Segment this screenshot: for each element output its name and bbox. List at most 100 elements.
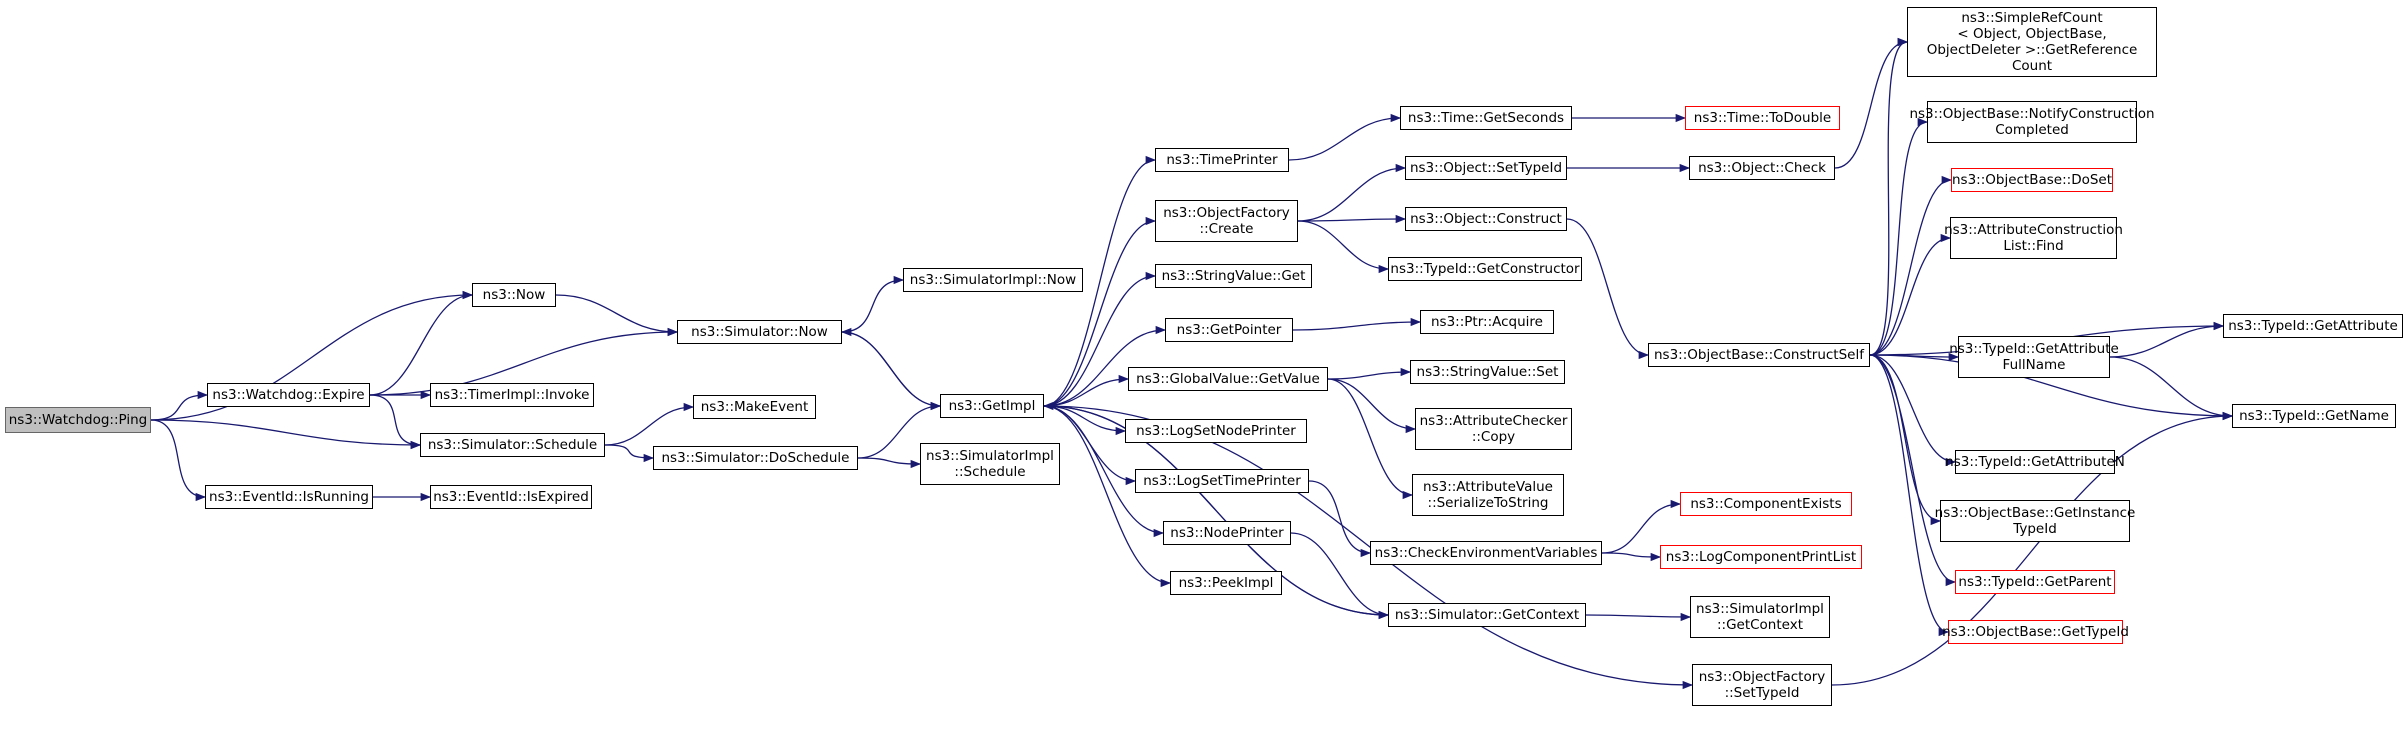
edge-getcontext-to-getimpl bbox=[1042, 401, 1389, 616]
graph-node-constructself[interactable]: ns3::ObjectBase::ConstructSelf bbox=[1648, 343, 1870, 367]
edge-ofcreate-to-settypeid bbox=[1297, 163, 1407, 222]
edge-dosched-to-implsched bbox=[857, 457, 922, 469]
graph-node-isexpired[interactable]: ns3::EventId::IsExpired bbox=[430, 485, 592, 509]
graph-node-logsettime[interactable]: ns3::LogSetTimePrinter bbox=[1135, 469, 1309, 493]
edge-getimpl-to-timeprinter bbox=[1043, 155, 1157, 407]
graph-node-simplerefcount[interactable]: ns3::SimpleRefCount < Object, ObjectBase… bbox=[1907, 7, 2157, 77]
graph-node-timerinvoke[interactable]: ns3::TimerImpl::Invoke bbox=[430, 383, 594, 407]
graph-node-logsetnode[interactable]: ns3::LogSetNodePrinter bbox=[1125, 419, 1307, 443]
edge-getattrfullname-to-getattribute bbox=[2109, 321, 2225, 358]
graph-node-getattrn[interactable]: ns3::TypeId::GetAttributeN bbox=[1945, 450, 2125, 474]
edge-getimpl-to-getpointer bbox=[1043, 325, 1167, 407]
edge-sched-to-makeevent bbox=[604, 402, 695, 446]
edge-expire-to-sched bbox=[369, 394, 422, 450]
edge-ofcreate-to-construct bbox=[1297, 214, 1407, 224]
graph-node-getimpl[interactable]: ns3::GetImpl bbox=[940, 394, 1044, 418]
edge-logsettime-to-checkenv bbox=[1308, 480, 1372, 558]
edge-getcontext-to-implgetctx bbox=[1585, 612, 1692, 622]
edge-gvgetvalue-to-accopy bbox=[1327, 378, 1417, 434]
graph-node-getinstancetypeid[interactable]: ns3::ObjectBase::GetInstance TypeId bbox=[1935, 500, 2135, 542]
graph-node-accopy[interactable]: ns3::AttributeChecker ::Copy bbox=[1415, 408, 1572, 450]
graph-node-implnow[interactable]: ns3::SimulatorImpl::Now bbox=[903, 268, 1083, 292]
edge-constructself-to-aclfind bbox=[1869, 233, 1952, 356]
edge-getattrfullname-to-getname bbox=[2109, 356, 2234, 421]
graph-node-todouble[interactable]: ns3::Time::ToDouble bbox=[1685, 106, 1840, 130]
graph-node-objcheck[interactable]: ns3::Object::Check bbox=[1689, 156, 1835, 180]
graph-node-getseconds[interactable]: ns3::Time::GetSeconds bbox=[1400, 106, 1572, 130]
edge-getimpl-to-nodeprinter bbox=[1043, 405, 1165, 538]
edge-constructself-to-getattrn bbox=[1869, 354, 1957, 467]
edge-getimpl-to-peekimpl bbox=[1043, 405, 1172, 588]
graph-node-ptracquire[interactable]: ns3::Ptr::Acquire bbox=[1420, 310, 1554, 334]
graph-node-ofsettypeid[interactable]: ns3::ObjectFactory ::SetTypeId bbox=[1692, 664, 1832, 706]
edge-construct-to-constructself bbox=[1566, 218, 1650, 360]
graph-node-simnow[interactable]: ns3::Simulator::Now bbox=[677, 320, 842, 344]
edge-objcheck-to-simplerefcount bbox=[1834, 37, 1909, 169]
edge-ping-to-expire bbox=[150, 390, 209, 421]
graph-node-timeprinter[interactable]: ns3::TimePrinter bbox=[1155, 148, 1289, 172]
edge-getimpl-to-simnow bbox=[840, 327, 941, 407]
graph-node-settypeid[interactable]: ns3::Object::SetTypeId bbox=[1405, 156, 1567, 180]
graph-node-avser[interactable]: ns3::AttributeValue ::SerializeToString bbox=[1412, 474, 1564, 516]
graph-node-svset[interactable]: ns3::StringValue::Set bbox=[1410, 360, 1565, 384]
graph-node-now[interactable]: ns3::Now bbox=[472, 283, 556, 307]
edge-getpointer-to-ptracquire bbox=[1292, 317, 1422, 331]
edge-timeprinter-to-getseconds bbox=[1288, 113, 1402, 161]
graph-node-implsched[interactable]: ns3::SimulatorImpl ::Schedule bbox=[920, 443, 1060, 485]
graph-node-nodeprinter[interactable]: ns3::NodePrinter bbox=[1163, 521, 1291, 545]
edge-checkenv-to-compexists bbox=[1601, 499, 1682, 554]
graph-node-peekimpl[interactable]: ns3::PeekImpl bbox=[1170, 571, 1282, 595]
graph-node-getcontext[interactable]: ns3::Simulator::GetContext bbox=[1388, 603, 1586, 627]
edge-getimpl-to-ofcreate bbox=[1043, 216, 1157, 407]
edge-getimpl-to-gvgetvalue bbox=[1043, 374, 1130, 407]
edge-expire-to-now bbox=[369, 290, 474, 396]
graph-node-gvgetvalue[interactable]: ns3::GlobalValue::GetValue bbox=[1128, 367, 1328, 391]
graph-node-getattrfullname[interactable]: ns3::TypeId::GetAttribute FullName bbox=[1949, 336, 2119, 378]
graph-node-dosched[interactable]: ns3::Simulator::DoSchedule bbox=[653, 446, 858, 470]
graph-node-implgetctx[interactable]: ns3::SimulatorImpl ::GetContext bbox=[1690, 596, 1830, 638]
edge-sched-to-dosched bbox=[604, 444, 655, 463]
graph-node-getname[interactable]: ns3::TypeId::GetName bbox=[2232, 404, 2396, 428]
graph-node-getattribute[interactable]: ns3::TypeId::GetAttribute bbox=[2223, 314, 2403, 338]
graph-node-logcomplist[interactable]: ns3::LogComponentPrintList bbox=[1660, 545, 1862, 569]
graph-node-construct[interactable]: ns3::Object::Construct bbox=[1405, 207, 1567, 231]
graph-node-obgettypeid[interactable]: ns3::ObjectBase::GetTypeId bbox=[1942, 620, 2129, 644]
edge-constructself-to-getname bbox=[1869, 354, 2234, 421]
edge-constructself-to-doset bbox=[1869, 175, 1953, 356]
edge-simnow-to-implnow bbox=[841, 275, 905, 333]
graph-node-getconstructor[interactable]: ns3::TypeId::GetConstructor bbox=[1388, 257, 1582, 281]
graph-node-checkenv[interactable]: ns3::CheckEnvironmentVariables bbox=[1370, 541, 1602, 565]
edge-constructself-to-getinstancetypeid bbox=[1869, 354, 1942, 526]
graph-node-svget[interactable]: ns3::StringValue::Get bbox=[1155, 264, 1312, 288]
edge-expire-to-simnow bbox=[369, 327, 679, 396]
graph-node-doset[interactable]: ns3::ObjectBase::DoSet bbox=[1951, 168, 2113, 192]
graph-node-ofcreate[interactable]: ns3::ObjectFactory ::Create bbox=[1155, 200, 1298, 242]
graph-node-ping[interactable]: ns3::Watchdog::Ping bbox=[5, 407, 151, 433]
graph-node-sched[interactable]: ns3::Simulator::Schedule bbox=[420, 433, 605, 457]
edge-gvgetvalue-to-avser bbox=[1327, 378, 1414, 500]
edge-getimpl-to-logsetnode bbox=[1043, 405, 1127, 436]
graph-node-expire[interactable]: ns3::Watchdog::Expire bbox=[207, 383, 370, 407]
edge-constructself-to-getparent bbox=[1869, 354, 1957, 587]
edge-dosched-to-getimpl bbox=[857, 401, 942, 459]
edge-constructself-to-simplerefcount bbox=[1869, 37, 1909, 356]
edge-ping-to-now bbox=[150, 290, 474, 421]
graph-node-makeevent[interactable]: ns3::MakeEvent bbox=[693, 395, 816, 419]
edge-nodeprinter-to-getcontext bbox=[1290, 532, 1390, 620]
edge-checkenv-to-logcomplist bbox=[1601, 552, 1662, 562]
edge-ping-to-sched bbox=[150, 419, 422, 450]
edge-constructself-to-notifyconstr bbox=[1869, 117, 1929, 356]
graph-node-notifyconstr[interactable]: ns3::ObjectBase::NotifyConstruction Comp… bbox=[1909, 101, 2155, 143]
graph-node-aclfind[interactable]: ns3::AttributeConstruction List::Find bbox=[1944, 217, 2123, 259]
edge-getimpl-to-svget bbox=[1043, 271, 1157, 407]
edge-ofcreate-to-getconstructor bbox=[1297, 220, 1390, 274]
graph-node-getparent[interactable]: ns3::TypeId::GetParent bbox=[1955, 570, 2115, 594]
graph-node-getpointer[interactable]: ns3::GetPointer bbox=[1165, 318, 1293, 342]
edge-ofsettypeid-to-getname bbox=[1831, 411, 2234, 686]
graph-node-isrunning[interactable]: ns3::EventId::IsRunning bbox=[205, 485, 373, 509]
graph-node-compexists[interactable]: ns3::ComponentExists bbox=[1680, 492, 1852, 516]
edge-ping-to-isrunning bbox=[150, 419, 207, 502]
edge-gvgetvalue-to-svset bbox=[1327, 367, 1412, 380]
edge-now-to-simnow bbox=[555, 294, 679, 337]
